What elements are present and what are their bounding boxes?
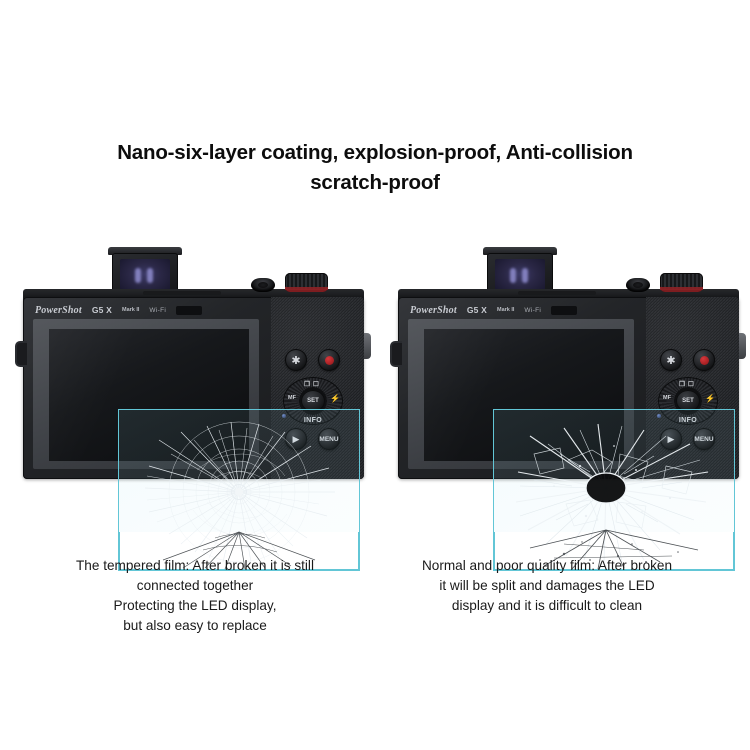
shutter-button <box>626 278 650 292</box>
camera-body: PowerShot G5 X Mark II Wi-Fi ✱ ❐☐ MF ⚡ I… <box>15 297 371 479</box>
record-button <box>693 349 715 371</box>
set-button: SET <box>301 390 325 412</box>
headline-line-2: scratch-proof <box>310 171 440 194</box>
viewfinder-cap <box>483 247 557 255</box>
caption-normal: Normal and poor quality film: After brok… <box>382 556 712 616</box>
set-button: SET <box>676 390 700 412</box>
drive-delete-icon: ❐☐ <box>679 381 697 388</box>
caption-tempered: The tempered film: After broken it is st… <box>30 556 360 636</box>
drive-delete-icon: ❐☐ <box>304 381 322 388</box>
caption-line: display and it is difficult to clean <box>451 598 643 613</box>
strap-lug-left <box>15 341 27 367</box>
status-led <box>282 414 286 418</box>
control-dial: ❐☐ MF ⚡ INFO SET <box>283 377 343 425</box>
microphone-slot <box>518 291 596 295</box>
lcd-display <box>49 329 249 461</box>
strap-lug-right <box>362 333 371 359</box>
info-label: INFO <box>303 417 323 424</box>
screen-bezel <box>408 319 634 469</box>
camera-model-suffix: Mark II <box>121 307 140 313</box>
brand-name: PowerShot <box>35 304 82 316</box>
screen-bezel <box>33 319 259 469</box>
camera-model: G5 X <box>91 305 112 315</box>
manual-focus-icon: MF <box>663 395 671 401</box>
manual-focus-icon: MF <box>288 395 296 401</box>
mode-dial <box>660 273 703 292</box>
status-led <box>657 414 661 418</box>
playback-button: ▶ <box>285 428 307 450</box>
camera-illustration: PowerShot G5 X Mark II Wi-Fi ✱ ❐☐ MF ⚡ I… <box>15 247 371 571</box>
mode-dial <box>285 273 328 292</box>
record-button <box>318 349 340 371</box>
ae-lock-button: ✱ <box>285 349 307 371</box>
camera-model: G5 X <box>466 305 487 315</box>
brand-strip: PowerShot G5 X Mark II Wi-Fi <box>410 304 578 316</box>
brand-name: PowerShot <box>410 304 457 316</box>
wifi-label: Wi-Fi <box>149 306 167 314</box>
product-panel-normal: PowerShot G5 X Mark II Wi-Fi ✱ ❐☐ MF ⚡ I… <box>375 236 750 571</box>
viewfinder-glass <box>120 259 170 293</box>
strap-lug-right <box>737 333 746 359</box>
caption-line: connected together <box>136 578 254 593</box>
speaker-grille <box>176 305 203 315</box>
viewfinder-glass <box>495 259 545 293</box>
control-cluster: ✱ ❐☐ MF ⚡ INFO SET ▶ MENU <box>646 297 739 479</box>
caption-line: Normal and poor quality film: After brok… <box>421 558 673 573</box>
caption-line: but also easy to replace <box>123 618 267 633</box>
microphone-slot <box>143 291 221 295</box>
caption-line: Protecting the LED display, <box>113 598 277 613</box>
flash-icon: ⚡ <box>330 394 340 403</box>
flash-icon: ⚡ <box>705 394 715 403</box>
camera-illustration: PowerShot G5 X Mark II Wi-Fi ✱ ❐☐ MF ⚡ I… <box>390 247 746 571</box>
info-label: INFO <box>678 417 698 424</box>
control-cluster: ✱ ❐☐ MF ⚡ INFO SET ▶ MENU <box>271 297 364 479</box>
page-title: Nano-six-layer coating, explosion-proof,… <box>0 138 750 198</box>
caption-line: The tempered film: After broken it is st… <box>76 558 314 573</box>
viewfinder-cap <box>108 247 182 255</box>
playback-button: ▶ <box>660 428 682 450</box>
camera-body: PowerShot G5 X Mark II Wi-Fi ✱ ❐☐ MF ⚡ I… <box>390 297 746 479</box>
strap-lug-left <box>390 341 402 367</box>
wifi-label: Wi-Fi <box>524 306 542 314</box>
brand-strip: PowerShot G5 X Mark II Wi-Fi <box>35 304 203 316</box>
control-dial: ❐☐ MF ⚡ INFO SET <box>658 377 718 425</box>
menu-button: MENU <box>318 428 340 450</box>
speaker-grille <box>551 305 578 315</box>
camera-model-suffix: Mark II <box>496 307 515 313</box>
lcd-display <box>424 329 624 461</box>
product-panel-tempered: PowerShot G5 X Mark II Wi-Fi ✱ ❐☐ MF ⚡ I… <box>0 236 375 571</box>
shutter-button <box>251 278 275 292</box>
ae-lock-button: ✱ <box>660 349 682 371</box>
caption-line: it will be split and damages the LED <box>439 578 655 593</box>
headline-line-1: Nano-six-layer coating, explosion-proof,… <box>117 141 633 164</box>
menu-button: MENU <box>693 428 715 450</box>
